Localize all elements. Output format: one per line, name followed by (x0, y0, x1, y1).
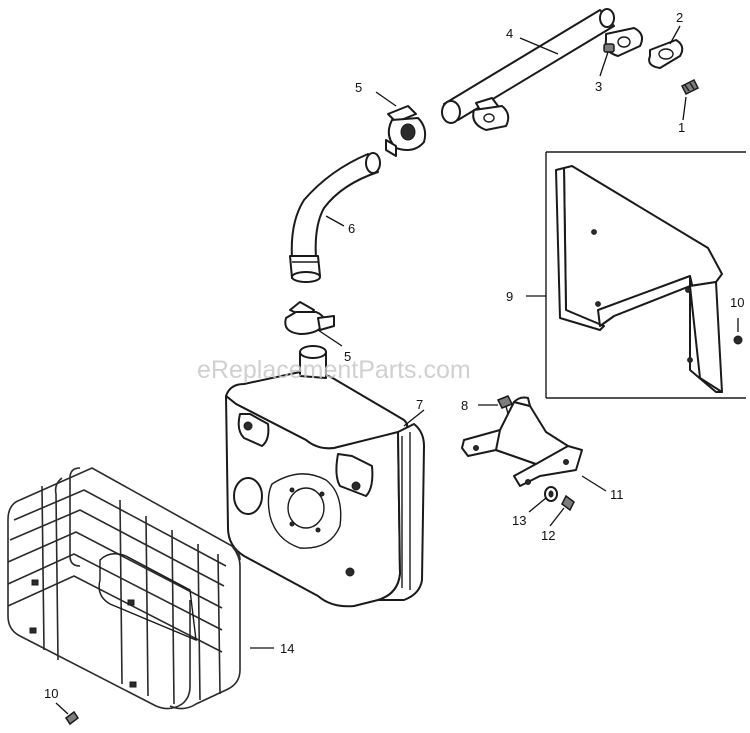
callout-3: 3 (595, 79, 602, 94)
callout-7: 7 (416, 397, 423, 412)
clamp-upper[interactable] (385, 105, 427, 157)
callout-8: 8 (461, 398, 468, 413)
nut[interactable] (603, 43, 615, 53)
callout-9: 9 (506, 289, 513, 304)
screw-lower[interactable] (561, 494, 575, 512)
screw-left[interactable] (64, 710, 80, 726)
gasket[interactable] (648, 39, 684, 69)
callout-4: 4 (506, 26, 513, 41)
callout-13: 13 (512, 513, 526, 528)
callout-10-right: 10 (730, 295, 744, 310)
washer[interactable] (544, 486, 558, 502)
callout-2: 2 (676, 10, 683, 25)
screw-right[interactable] (733, 318, 743, 345)
callouts: 1 2 3 4 5 5 6 7 8 9 10 10 11 12 13 14 (44, 10, 744, 701)
callout-11: 11 (610, 487, 624, 502)
clamp-lower[interactable] (284, 301, 335, 335)
heat-shield-frame (545, 151, 746, 399)
flex-tube[interactable] (289, 152, 381, 283)
callout-5-upper: 5 (355, 80, 362, 95)
bolt[interactable] (496, 395, 514, 415)
watermark: eReplacementParts.com (197, 356, 471, 384)
stud-screw[interactable] (680, 78, 700, 96)
leader-lines (55, 25, 687, 715)
callout-14: 14 (280, 641, 294, 656)
muffler-guard[interactable] (7, 467, 241, 710)
callout-5-lower: 5 (344, 349, 351, 364)
callout-10-left: 10 (44, 686, 58, 701)
exhaust-pipe[interactable] (441, 8, 643, 131)
callout-12: 12 (541, 528, 555, 543)
muffler[interactable] (225, 345, 425, 608)
callout-6: 6 (348, 221, 355, 236)
callout-1: 1 (678, 120, 685, 135)
bracket[interactable] (461, 396, 583, 487)
heat-shield[interactable] (555, 165, 723, 393)
